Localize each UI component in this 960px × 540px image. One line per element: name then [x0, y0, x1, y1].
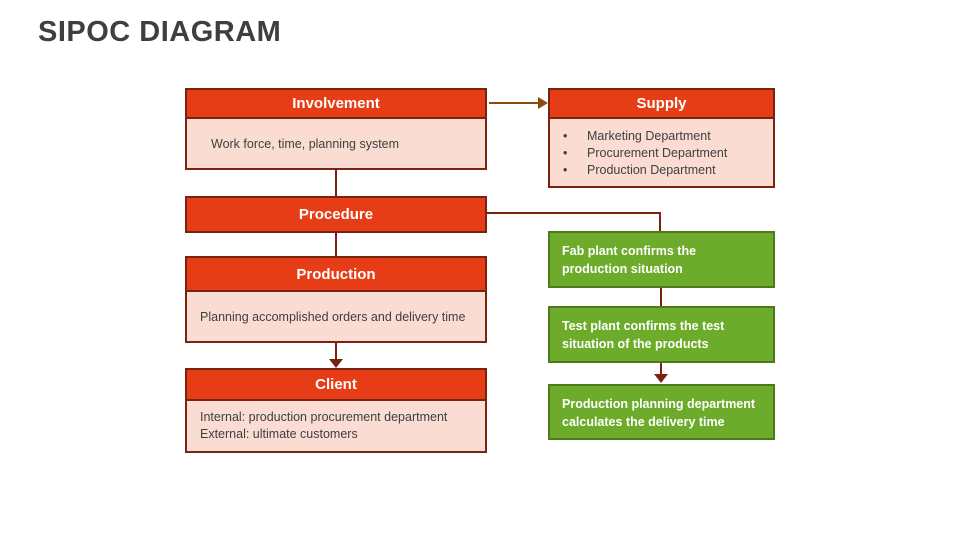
production-body: Planning accomplished orders and deliver…	[185, 290, 487, 343]
client-header: Client	[185, 368, 487, 401]
arrowhead-right-icon	[538, 97, 548, 109]
step-box-production-planning: Production planning department calculate…	[548, 384, 775, 440]
client-body: Internal: production procurement departm…	[185, 399, 487, 453]
involvement-header: Involvement	[185, 88, 487, 119]
connector-line	[487, 212, 661, 214]
list-item: Production Department	[550, 162, 773, 179]
arrowhead-down-icon	[329, 359, 343, 368]
procedure-header: Procedure	[185, 196, 487, 233]
connector-procedure-production	[335, 233, 337, 256]
connector-line	[335, 343, 337, 360]
page-title: SIPOC DIAGRAM	[38, 16, 282, 48]
production-body-text: Planning accomplished orders and deliver…	[200, 309, 466, 324]
list-item: Marketing Department	[550, 128, 773, 145]
involvement-body-text: Work force, time, planning system	[211, 136, 400, 151]
step-box-fab-plant: Fab plant confirms the production situat…	[548, 231, 775, 288]
connector-fab-test	[660, 288, 662, 306]
supply-body: Marketing Department Procurement Departm…	[548, 117, 775, 188]
supply-header: Supply	[548, 88, 775, 119]
arrowhead-down-icon	[654, 374, 668, 383]
step-box-test-plant: Test plant confirms the test situation o…	[548, 306, 775, 363]
involvement-body: Work force, time, planning system	[185, 117, 487, 170]
list-item: Procurement Department	[550, 145, 773, 162]
production-header: Production	[185, 256, 487, 292]
connector-line	[659, 212, 661, 231]
client-body-line-internal: Internal: production procurement departm…	[200, 410, 448, 424]
client-body-line-external: External: ultimate customers	[200, 427, 358, 441]
connector-line	[660, 363, 662, 375]
connector-involvement-procedure	[335, 170, 337, 196]
connector-line	[489, 102, 539, 104]
supply-list: Marketing Department Procurement Departm…	[550, 128, 773, 179]
